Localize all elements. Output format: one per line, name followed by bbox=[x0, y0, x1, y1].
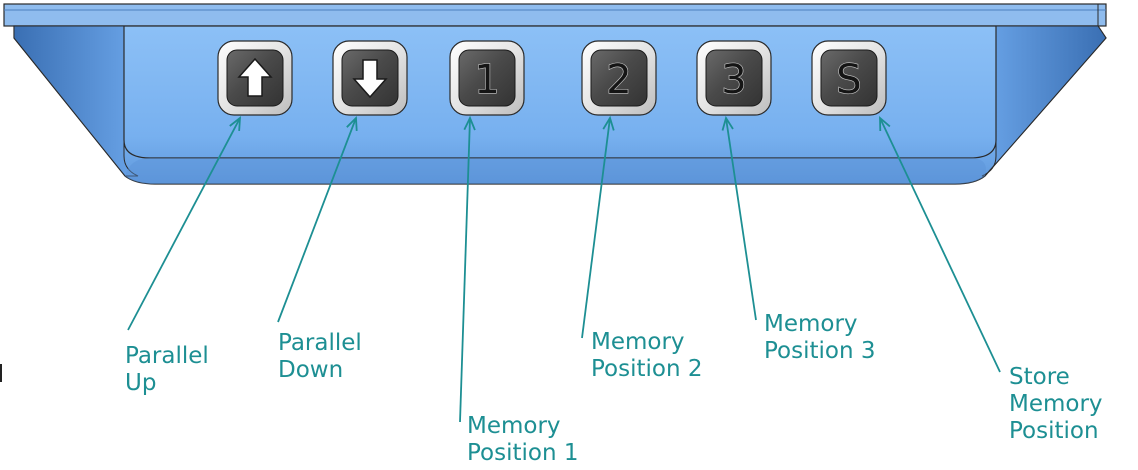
label-parallel-down: Parallel Down bbox=[278, 330, 362, 384]
keypad-housing bbox=[3, 3, 1107, 185]
button-store[interactable]: S bbox=[811, 40, 887, 116]
label-memory-position-3-line2: Position 3 bbox=[764, 338, 876, 364]
label-parallel-up: Parallel Up bbox=[125, 343, 209, 397]
button-mem3-face bbox=[705, 49, 763, 107]
button-mem1[interactable]: 1 bbox=[449, 40, 525, 116]
label-memory-position-1-line2: Position 1 bbox=[467, 440, 579, 466]
housing-top-rim bbox=[3, 3, 1107, 27]
housing-right-chamfer bbox=[981, 25, 1107, 177]
button-mem2-face bbox=[590, 49, 648, 107]
label-store-memory-position-line3: Position bbox=[1009, 418, 1099, 444]
label-store-memory-position: Store Memory Position bbox=[1009, 364, 1103, 445]
label-parallel-up-line2: Up bbox=[125, 370, 157, 396]
button-store-face bbox=[820, 49, 878, 107]
leader-mem1 bbox=[459, 115, 476, 423]
leader-store bbox=[879, 116, 1001, 373]
leader-up bbox=[127, 116, 242, 331]
label-memory-position-2: Memory Position 2 bbox=[591, 329, 703, 383]
left-edge-mark bbox=[0, 364, 2, 382]
label-memory-position-1-line1: Memory bbox=[467, 413, 561, 439]
arrow-down-icon bbox=[352, 59, 388, 99]
button-mem3-glyph: 3 bbox=[721, 57, 746, 103]
label-parallel-down-line2: Down bbox=[278, 357, 344, 383]
label-memory-position-2-line1: Memory bbox=[591, 329, 685, 355]
button-mem1-face bbox=[458, 49, 516, 107]
callout-leaders bbox=[127, 115, 1001, 423]
leader-down bbox=[277, 115, 358, 323]
button-up[interactable] bbox=[217, 40, 293, 116]
button-row: 1 2 3 S bbox=[217, 40, 887, 116]
label-store-memory-position-line2: Memory bbox=[1009, 391, 1103, 417]
button-mem1-glyph: 1 bbox=[474, 57, 499, 103]
arrow-up-icon bbox=[237, 57, 273, 97]
label-parallel-up-line1: Parallel bbox=[125, 343, 209, 369]
button-store-glyph: S bbox=[836, 57, 861, 103]
label-memory-position-2-line2: Position 2 bbox=[591, 356, 703, 382]
housing-left-chamfer bbox=[13, 25, 139, 177]
leader-mem2 bbox=[581, 115, 615, 339]
label-memory-position-3: Memory Position 3 bbox=[764, 311, 876, 365]
button-down[interactable] bbox=[332, 40, 408, 116]
button-mem3[interactable]: 3 bbox=[696, 40, 772, 116]
button-mem2[interactable]: 2 bbox=[581, 40, 657, 116]
label-store-memory-position-line1: Store bbox=[1009, 364, 1070, 390]
leader-mem3 bbox=[721, 115, 757, 321]
housing-panel-outline bbox=[123, 26, 997, 159]
label-memory-position-1: Memory Position 1 bbox=[467, 413, 579, 467]
button-mem2-glyph: 2 bbox=[606, 57, 631, 103]
label-memory-position-3-line1: Memory bbox=[764, 311, 858, 337]
label-parallel-down-line1: Parallel bbox=[278, 330, 362, 356]
